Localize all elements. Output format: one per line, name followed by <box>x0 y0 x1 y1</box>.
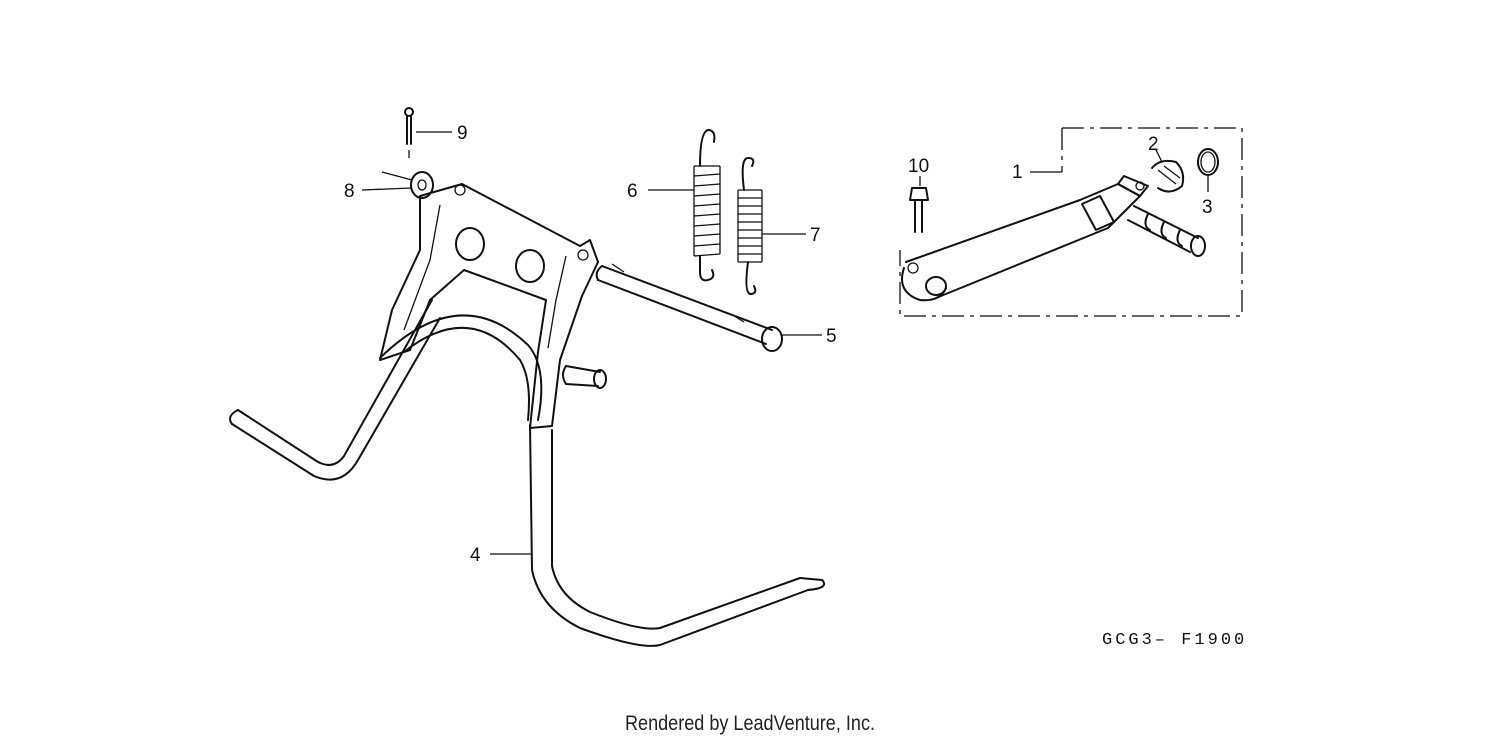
callout-2: 2 <box>1148 134 1159 155</box>
callout-8: 8 <box>344 181 355 202</box>
callout-4: 4 <box>470 545 481 566</box>
kick-starter-arm[interactable] <box>901 175 1149 302</box>
spring-7[interactable] <box>737 157 763 295</box>
kick-pedal-grip[interactable] <box>1127 205 1206 257</box>
callout-3: 3 <box>1202 197 1213 218</box>
callout-1: 1 <box>1012 162 1023 183</box>
callout-10: 10 <box>908 156 929 177</box>
leader-lines <box>361 131 1209 555</box>
callout-7: 7 <box>810 225 821 246</box>
footer-credit: Rendered by LeadVenture, Inc. <box>624 712 876 735</box>
main-stand[interactable] <box>229 183 826 647</box>
stand-pivot-shaft[interactable] <box>595 263 783 352</box>
kick-starter-group <box>899 127 1243 317</box>
callout-5: 5 <box>826 326 837 347</box>
o-ring[interactable] <box>1197 148 1219 176</box>
callout-6: 6 <box>627 181 638 202</box>
diagram-code: GCG3– F1900 <box>1102 631 1247 650</box>
callout-9: 9 <box>457 123 468 144</box>
washer[interactable] <box>410 171 434 199</box>
bolt[interactable] <box>909 187 929 233</box>
spring-6[interactable] <box>693 129 721 282</box>
cotter-pin[interactable] <box>404 107 414 158</box>
kick-spring-clip[interactable] <box>1151 159 1185 193</box>
